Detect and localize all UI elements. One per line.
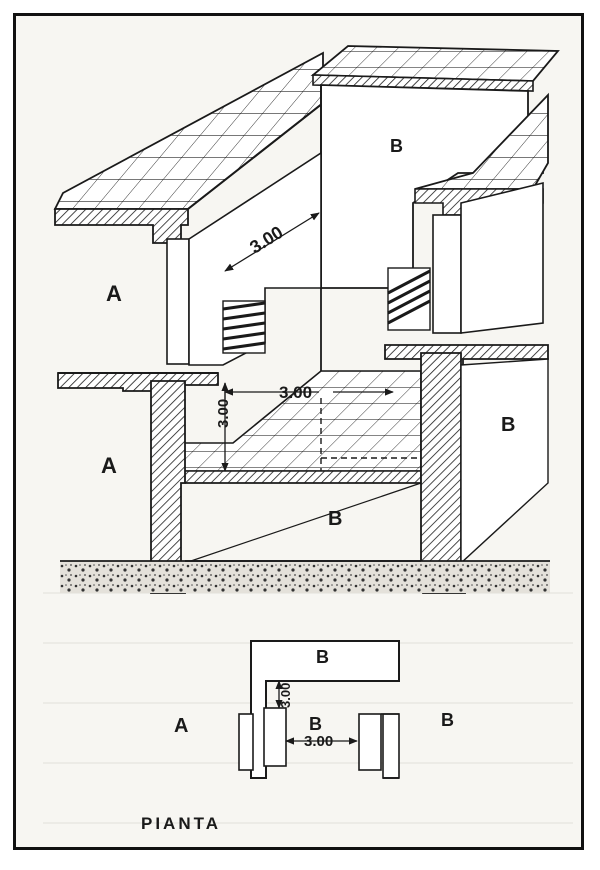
background-show-through <box>43 592 573 824</box>
plan-title: PIANTA <box>141 814 221 833</box>
right-column <box>420 352 549 594</box>
label-zone-mid-left: A <box>101 453 117 478</box>
label-zone-upper-left: A <box>106 281 122 306</box>
ground <box>60 560 550 593</box>
plan-label-right: B <box>441 710 454 730</box>
figure-frame: A B A B B 3.00 3.00 3.00 B A B B 3.00 3.… <box>13 13 584 850</box>
plan-label-top: B <box>316 647 329 667</box>
plan-height-label: 3.00 <box>278 683 293 708</box>
building-section-drawing: A B A B B 3.00 3.00 3.00 B A B B 3.00 3.… <box>43 45 573 833</box>
dimension-height-label: 3.00 <box>215 399 232 428</box>
middle-slab-left <box>57 372 219 392</box>
label-zone-center: B <box>328 508 342 530</box>
dimension-height <box>203 382 235 472</box>
upper-right-pillar <box>387 181 544 334</box>
label-zone-right: B <box>501 414 515 436</box>
label-zone-upper-right: B <box>390 136 403 156</box>
plan-label-left: A <box>174 715 188 737</box>
dimension-upper-width <box>224 212 320 272</box>
plan-width-label: 3.00 <box>304 733 333 750</box>
upper-roof-right <box>310 45 560 92</box>
plan-drawing <box>238 640 400 779</box>
dimension-floor-width-label: 3.00 <box>279 383 312 402</box>
plan-label-center: B <box>309 714 322 734</box>
left-column <box>150 380 422 594</box>
